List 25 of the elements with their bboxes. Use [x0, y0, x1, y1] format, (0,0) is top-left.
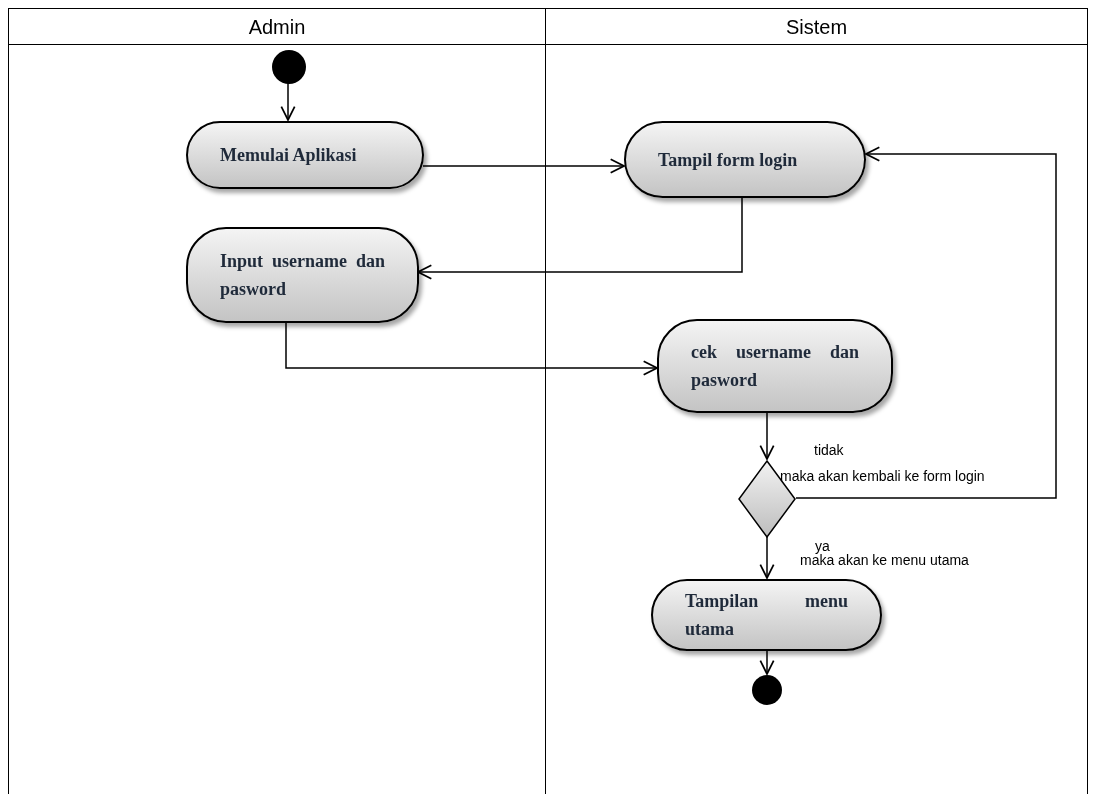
end-node	[752, 675, 782, 705]
activity-text: Tampilan menu utama	[685, 590, 848, 641]
activity-box	[657, 319, 893, 413]
activity-text: Input username dan pasword	[220, 250, 385, 301]
activity-text: Tampil form login	[658, 148, 799, 172]
arrow	[422, 158, 625, 174]
arrow	[280, 82, 296, 121]
swimlane	[8, 8, 546, 794]
activity-text: Memulai Aplikasi	[220, 144, 358, 167]
lane-heading: Sistem	[785, 14, 848, 40]
lane-heading: Admin	[248, 14, 306, 40]
start-node	[272, 50, 306, 84]
arrow	[759, 649, 775, 675]
note-text: maka akan kembali ke form login	[780, 467, 985, 486]
swimlane	[546, 8, 1088, 794]
arrow	[759, 536, 775, 579]
activity-box	[624, 121, 866, 198]
arrow	[285, 321, 658, 376]
arrow	[795, 146, 1057, 499]
arrow	[417, 196, 743, 280]
activity-box	[186, 227, 419, 323]
activity-text: cek username dan pasword	[691, 341, 859, 392]
activity-box	[651, 579, 882, 651]
arrow	[759, 411, 775, 460]
activity-box	[186, 121, 424, 189]
